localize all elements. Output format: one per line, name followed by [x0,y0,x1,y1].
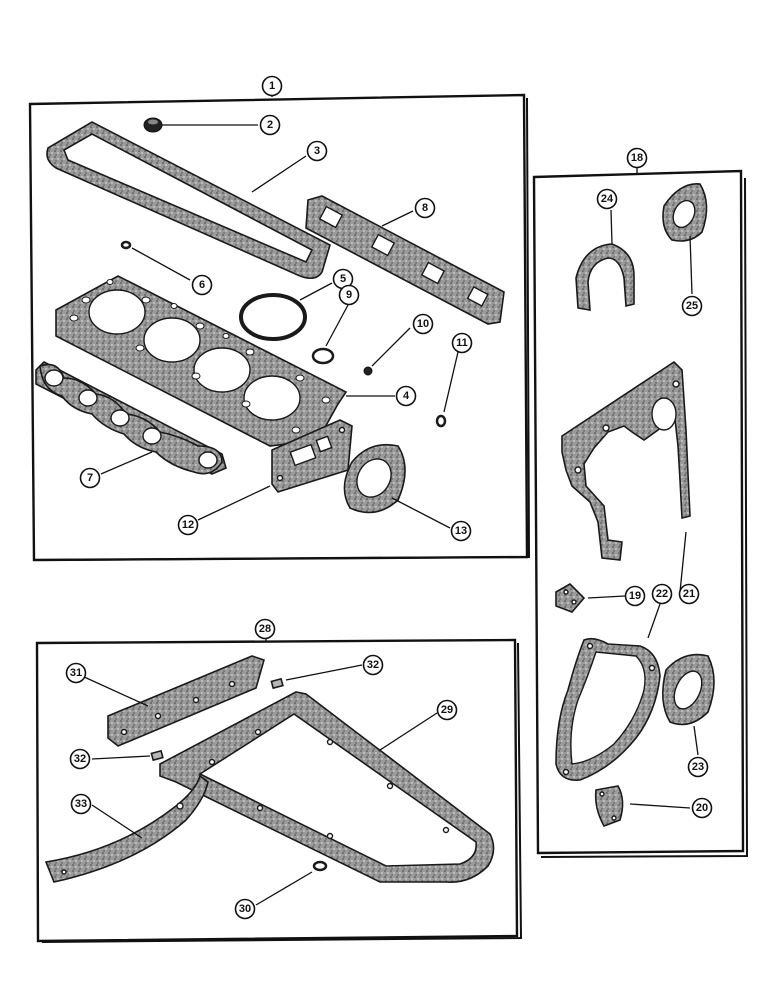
small-flange-gasket [662,183,708,242]
callout-11: 11 [451,332,473,354]
seal-washer [435,414,447,428]
callout-2: 2 [259,114,281,136]
front-seal-retainer-gasket [107,655,265,747]
callout-7: 7 [79,467,101,489]
curved-seal-gasket [44,774,209,883]
drain-plug-washer [312,860,328,872]
callout-29: 29 [436,699,458,721]
small-cover-gasket [555,583,586,613]
svg-text:23: 23 [692,761,704,773]
svg-text:28: 28 [259,623,271,635]
outlet-gasket [594,785,624,827]
callout-28: 28 [254,618,276,640]
oil-pan-gasket-kit-panel [35,638,523,943]
callout-19: 19 [624,585,646,607]
exhaust-manifold-gasket [35,361,227,475]
callout-12: 12 [177,514,199,536]
small-o-ring [311,347,335,365]
callout-1: 1 [261,75,283,97]
svg-text:19: 19 [629,590,641,602]
svg-text:10: 10 [417,318,429,330]
callout-21: 21 [678,583,700,605]
breather-grommet [143,117,163,133]
svg-text:30: 30 [239,903,251,915]
svg-text:18: 18 [631,152,643,164]
water-pump-gasket [555,637,661,781]
cylinder-head-gasket [55,275,348,447]
svg-text:24: 24 [601,193,614,205]
svg-text:32: 32 [367,659,379,671]
callout-22: 22 [651,583,673,605]
callout-3: 3 [306,140,328,162]
end-seal-lower [150,749,164,762]
small-seal-ring [120,240,132,250]
svg-text:11: 11 [456,337,468,349]
flange-gasket [343,443,406,514]
callout-6: 6 [191,274,213,296]
svg-text:9: 9 [346,289,352,301]
callout-20: 20 [691,797,713,819]
callout-5: 5 [332,268,354,290]
svg-text:33: 33 [75,798,87,810]
callout-32-lower: 32 [69,748,91,770]
round-flange-gasket [662,653,715,726]
svg-text:32: 32 [74,753,86,765]
small-grommet [363,366,373,376]
end-seal-upper [270,677,284,690]
callout-4: 4 [395,385,417,407]
svg-text:8: 8 [422,202,428,214]
callout-30: 30 [234,898,256,920]
callout-25: 25 [681,295,703,317]
oil-pan-gasket [159,691,495,883]
svg-text:2: 2 [267,119,273,131]
timing-cover-gasket-kit-panel [532,169,749,858]
callout-13: 13 [450,520,472,542]
large-o-ring [239,293,307,341]
intake-manifold-gasket [305,195,505,325]
leader-lines [81,95,699,906]
rear-seal-gasket [575,243,635,311]
svg-text:1: 1 [269,80,275,92]
svg-text:22: 22 [656,588,668,600]
callout-31: 31 [65,662,87,684]
svg-text:20: 20 [696,802,708,814]
callout-10: 10 [412,313,434,335]
svg-text:4: 4 [403,390,410,402]
callout-8: 8 [414,197,436,219]
callout-32-upper: 32 [362,654,384,676]
svg-text:31: 31 [70,667,82,679]
callout-18: 18 [626,147,648,169]
callout-9: 9 [338,284,360,306]
callout-23: 23 [687,756,709,778]
timing-cover-gasket [561,360,691,561]
svg-text:3: 3 [314,145,320,157]
valve-cover-gasket [46,121,331,280]
svg-text:5: 5 [340,273,346,285]
svg-text:6: 6 [199,279,205,291]
svg-text:29: 29 [441,704,453,716]
svg-text:13: 13 [455,525,467,537]
svg-text:21: 21 [683,588,695,600]
svg-text:12: 12 [182,519,194,531]
svg-text:7: 7 [87,472,93,484]
svg-text:25: 25 [686,300,698,312]
callout-33: 33 [70,793,92,815]
upper-gasket-kit-panel [28,93,531,562]
callout-24: 24 [596,188,618,210]
